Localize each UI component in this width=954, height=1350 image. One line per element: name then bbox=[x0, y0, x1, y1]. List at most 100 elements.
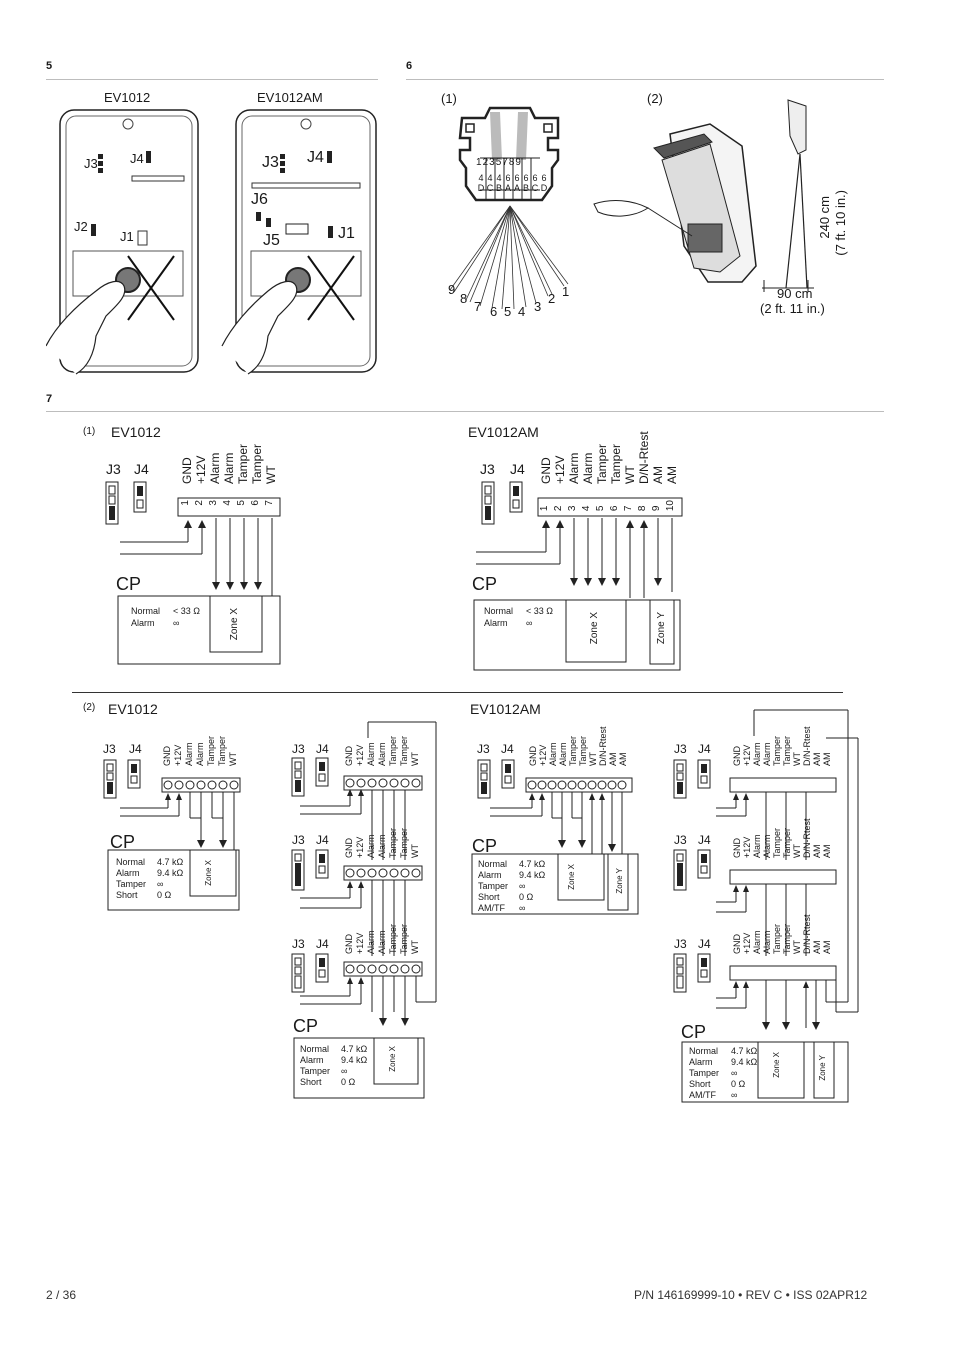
terminal-label: D/N-Rtest bbox=[637, 431, 651, 484]
terminal-label: Tamper bbox=[388, 735, 398, 766]
state-label: Short bbox=[478, 892, 500, 902]
table-row: Alarm∞ bbox=[131, 617, 200, 629]
state-value: ∞ bbox=[731, 1090, 738, 1100]
terminal-label: Tamper bbox=[782, 923, 792, 954]
table-row: Normal< 33 Ω bbox=[131, 605, 200, 617]
fig5-ev1012am-j5: J5 bbox=[263, 232, 280, 249]
state-value: 0 Ω bbox=[519, 892, 534, 902]
terminal-label: +12V bbox=[194, 455, 208, 484]
state-label: Short bbox=[116, 890, 138, 900]
terminal-label: Tamper bbox=[388, 827, 398, 858]
terminal-label: GND bbox=[344, 838, 354, 858]
fig7-divider bbox=[72, 692, 843, 693]
state-label: AM/TF bbox=[478, 903, 505, 913]
fig7-1b-zone-y: Zone Y bbox=[656, 612, 667, 645]
fig7-2d-terminal-labels-1: GND +12V Alarm Alarm Tamper Tamper WT D/… bbox=[732, 722, 832, 766]
fig7-2b-wiring bbox=[291, 721, 437, 1099]
terminal-label: Alarm bbox=[377, 834, 387, 858]
fig7-2d-j4-1: J4 bbox=[698, 742, 711, 756]
state-value: < 33 Ω bbox=[526, 606, 553, 616]
fan-number: 3 bbox=[534, 299, 542, 314]
terminal-label: AM bbox=[822, 752, 832, 767]
state-value: 9.4 kΩ bbox=[519, 870, 546, 880]
fig7-2d-terminal-labels-3: GND +12V Alarm Alarm Tamper Tamper WT D/… bbox=[732, 910, 832, 954]
terminal-label: WT bbox=[410, 752, 420, 766]
fig7-1a-wiring bbox=[105, 481, 281, 665]
state-value: 0 Ω bbox=[157, 890, 172, 900]
fig7-1b-j3: J3 bbox=[480, 461, 495, 477]
state-value: 0 Ω bbox=[341, 1077, 356, 1087]
fig7-2d-zone-x: Zone X bbox=[772, 1052, 781, 1078]
fig6-distance-ft-label: (2 ft. 11 in.) bbox=[760, 301, 825, 316]
state-label: Alarm bbox=[116, 868, 140, 878]
fig7-2-ev1012am-title: EV1012AM bbox=[470, 701, 541, 717]
terminal-label: D/N-Rtest bbox=[802, 726, 812, 766]
fig7-2c-j3: J3 bbox=[477, 742, 490, 756]
fig7-2b-terminal-labels-1: GND +12V Alarm Alarm Tamper Tamper WT bbox=[344, 726, 421, 766]
state-value: ∞ bbox=[157, 879, 164, 889]
terminal-label: GND bbox=[180, 457, 194, 484]
fig6-slot-codes: 4D 4C 4B 6A 6A 6B 6C 6D bbox=[476, 173, 549, 193]
fig7-2d-j3-3: J3 bbox=[674, 937, 687, 951]
terminal-label: Alarm bbox=[581, 452, 595, 484]
fig7-2a-j3: J3 bbox=[103, 742, 116, 756]
fig7-2d-j3-1: J3 bbox=[674, 742, 687, 756]
terminal-label: +12V bbox=[742, 836, 752, 858]
fig5-ev1012am-j6: J6 bbox=[251, 191, 268, 208]
fig7-1-ev1012am-title: EV1012AM bbox=[468, 424, 539, 440]
fig7-2-ev1012-title: EV1012 bbox=[108, 701, 158, 717]
terminal-label: Alarm bbox=[366, 930, 376, 954]
slot-code: 4C bbox=[485, 173, 495, 193]
fig7-2b-zone-x: Zone X bbox=[388, 1046, 397, 1072]
section-5-number: 5 bbox=[46, 60, 53, 72]
terminal-label: +12V bbox=[355, 744, 365, 766]
table-row: AM/TF ∞ bbox=[478, 903, 545, 914]
fig6-distance-label: 90 cm bbox=[777, 286, 813, 301]
terminal-label: Tamper bbox=[772, 735, 782, 766]
section-5-rule bbox=[46, 79, 378, 80]
state-value: 4.7 kΩ bbox=[731, 1046, 758, 1056]
state-label: Normal bbox=[131, 606, 161, 616]
section-6-number: 6 bbox=[406, 60, 413, 72]
state-value: ∞ bbox=[731, 1068, 738, 1078]
terminal-label: Tamper bbox=[595, 443, 609, 484]
fig6-slot-numbers: 1 2 3 5 7 8 9 bbox=[476, 157, 521, 168]
table-row: Tamper∞ bbox=[689, 1068, 757, 1079]
terminal-label: Alarm bbox=[762, 930, 772, 954]
state-value: 4.7 kΩ bbox=[157, 857, 184, 867]
slot-number: 9 bbox=[515, 157, 521, 168]
fig6-mounting-diagram bbox=[593, 99, 814, 292]
fig6-bracket-diagram bbox=[449, 106, 569, 310]
fig7-2a-j4: J4 bbox=[129, 742, 142, 756]
fig7-1b-cp: CP bbox=[472, 574, 498, 594]
state-label: Alarm bbox=[478, 870, 502, 880]
fig7-1a-cp: CP bbox=[116, 574, 142, 594]
terminal-label: Tamper bbox=[399, 827, 409, 858]
state-label: Normal bbox=[484, 606, 514, 616]
table-row: Short 0 Ω bbox=[116, 890, 183, 901]
state-value: 0 Ω bbox=[731, 1079, 746, 1089]
table-row: Normal < 33 Ω bbox=[484, 605, 553, 617]
terminal-label: AM bbox=[665, 466, 679, 484]
fan-number: 2 bbox=[548, 291, 556, 306]
fan-number: 8 bbox=[460, 291, 468, 306]
state-label: Alarm bbox=[484, 618, 508, 628]
fig7-1b-terminal-labels: GND +12V Alarm Alarm Tamper Tamper WT D/… bbox=[539, 420, 679, 484]
slot-number: 3 bbox=[489, 157, 495, 168]
section-7-number: 7 bbox=[46, 393, 53, 405]
fig7-1a-zone-x: Zone X bbox=[229, 608, 240, 641]
fig5-ev1012-j2: J2 bbox=[74, 219, 88, 234]
state-label: Normal bbox=[478, 859, 508, 869]
fig7-2b-cp: CP bbox=[293, 1016, 319, 1036]
state-label: Tamper bbox=[116, 879, 147, 889]
fig7-1b-wiring bbox=[473, 481, 683, 671]
state-value: ∞ bbox=[519, 903, 526, 913]
slot-number: 5 bbox=[495, 157, 502, 168]
fig6-sub2-label: (2) bbox=[647, 91, 663, 106]
slot-code: 6A bbox=[503, 173, 513, 193]
state-value: 9.4 kΩ bbox=[157, 868, 184, 878]
